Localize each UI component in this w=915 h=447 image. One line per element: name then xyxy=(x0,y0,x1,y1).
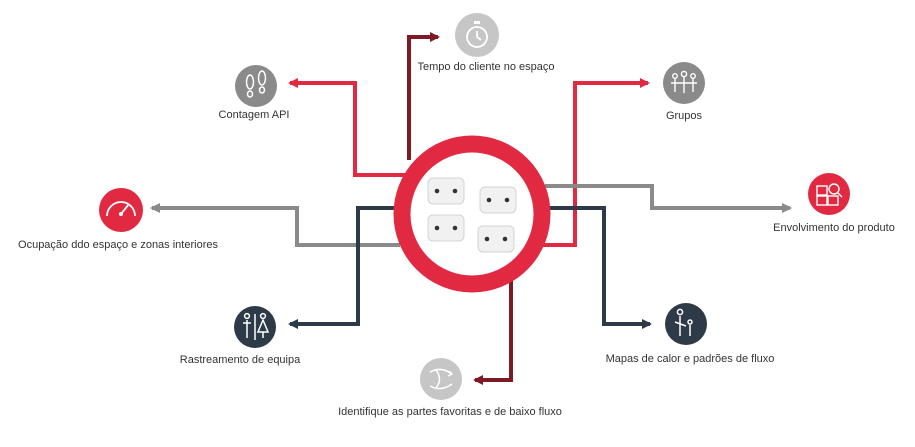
node-label: Ocupação ddo espaço e zonas interiores xyxy=(18,239,218,251)
flow-arrows-icon xyxy=(420,358,462,400)
connector-groups xyxy=(540,78,650,247)
node-product-engagement: Envolvimento do produto xyxy=(773,173,895,234)
connector-occupancy xyxy=(150,203,400,247)
node-heatmaps: Mapas de calor e padrões de fluxo xyxy=(606,303,775,365)
connector-product-engagement xyxy=(545,184,792,213)
connector-team-tracking xyxy=(288,206,400,329)
gauge-icon xyxy=(99,188,143,232)
node-label: Mapas de calor e padrões de fluxo xyxy=(606,353,775,365)
restroom-people-icon xyxy=(234,306,276,348)
sensor-device xyxy=(427,214,465,242)
connector-api-count xyxy=(288,78,412,177)
connector-heatmaps xyxy=(545,206,652,329)
node-favorite-areas: Identifique as partes favoritas e de bai… xyxy=(338,358,562,418)
node-label: Rastreamento de equipa xyxy=(180,354,301,366)
node-groups: Grupos xyxy=(663,62,705,122)
node-customer-time: Tempo do cliente no espaço xyxy=(418,13,555,73)
stopwatch-icon xyxy=(455,13,499,57)
node-label: Identifique as partes favoritas e de bai… xyxy=(338,406,562,418)
products-magnifier-icon xyxy=(808,173,850,215)
node-label: Contagem API xyxy=(219,109,290,121)
connector-customer-time xyxy=(407,32,440,160)
connector-favorite-areas xyxy=(473,280,513,385)
node-occupancy: Ocupação ddo espaço e zonas interiores xyxy=(18,188,218,251)
node-label: Tempo do cliente no espaço xyxy=(418,61,555,73)
node-label: Grupos xyxy=(666,110,703,122)
node-label: Envolvimento do produto xyxy=(773,222,895,234)
footprints-icon xyxy=(235,65,277,107)
sensor-device xyxy=(479,186,517,214)
sensor-hub xyxy=(393,135,551,293)
people-group-icon xyxy=(663,62,705,104)
node-team-tracking: Rastreamento de equipa xyxy=(180,306,301,366)
parent-child-icon xyxy=(665,303,707,345)
node-api-count: Contagem API xyxy=(219,65,290,121)
sensor-device xyxy=(477,225,515,253)
sensor-device xyxy=(427,177,465,205)
